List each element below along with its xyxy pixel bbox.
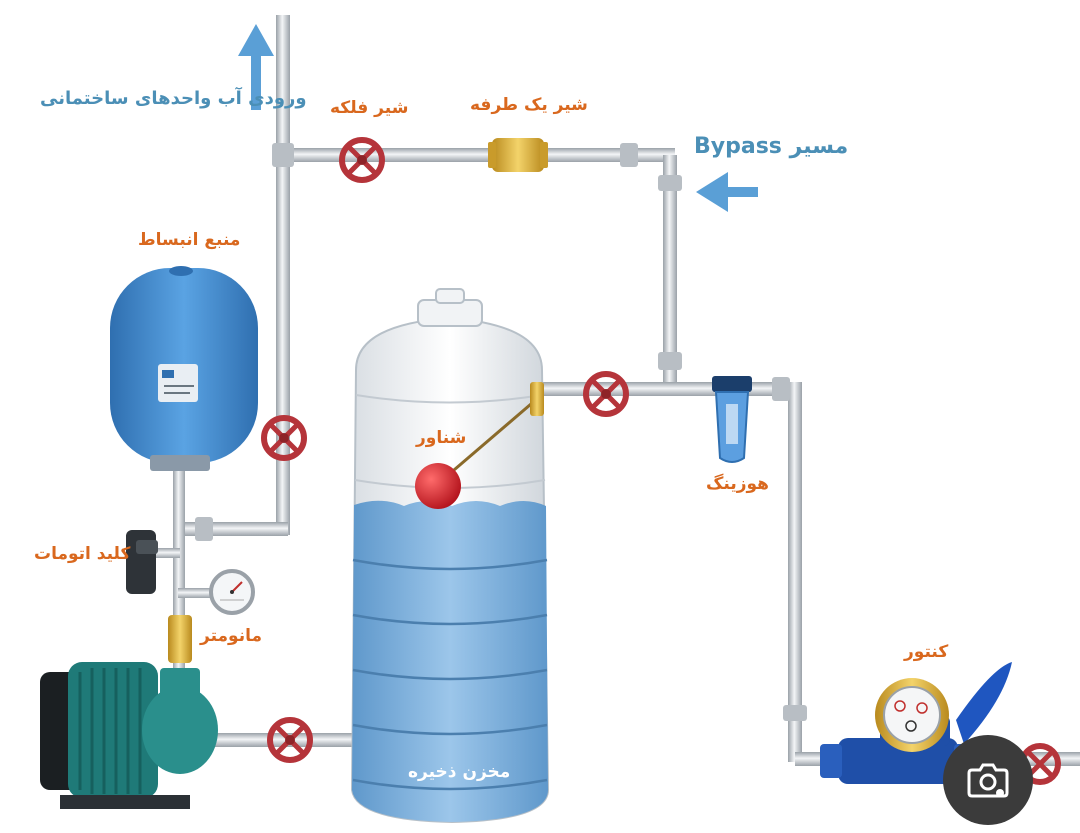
check-valve bbox=[488, 138, 548, 172]
brass-connector bbox=[168, 615, 192, 663]
flat-valve-riser bbox=[261, 415, 307, 461]
left-arrow-icon bbox=[696, 172, 758, 212]
filter-label: هوزینگ bbox=[706, 474, 769, 494]
meter-label: کنتور bbox=[904, 642, 949, 662]
camera-search-icon bbox=[967, 763, 1009, 798]
float-ball bbox=[415, 463, 461, 509]
flat-valve-inlet bbox=[583, 371, 629, 417]
flat-valve-suction bbox=[267, 717, 313, 763]
pressure-switch-label: کلید اتومات bbox=[34, 544, 131, 564]
water-meter bbox=[820, 662, 1012, 784]
bypass-label-en: Bypass bbox=[694, 134, 782, 159]
bypass-label: Bypass مسیر bbox=[694, 134, 848, 159]
up-arrow-icon bbox=[238, 24, 274, 110]
check-valve-label: شیر یک طرفه bbox=[470, 95, 588, 115]
filter-housing bbox=[712, 376, 752, 463]
pressure-switch bbox=[126, 530, 158, 594]
storage-tank-label: مخزن ذخیره bbox=[408, 762, 511, 782]
camera-search-button[interactable] bbox=[943, 735, 1033, 825]
storage-tank bbox=[350, 288, 550, 824]
flat-valve-top bbox=[339, 137, 385, 183]
pump bbox=[40, 662, 218, 809]
bypass-label-fa: مسیر bbox=[789, 134, 849, 159]
manometer-label: مانومتر bbox=[200, 626, 262, 646]
expansion-tank-label: منبع انبساط bbox=[138, 230, 241, 250]
flat-valve-label: شیر فلکه bbox=[330, 98, 409, 118]
expansion-tank bbox=[110, 266, 258, 471]
manometer bbox=[209, 569, 255, 615]
building-inlet-label: ورودی آب واحدهای ساختمانی bbox=[40, 88, 307, 109]
float-label: شناور bbox=[416, 428, 467, 448]
